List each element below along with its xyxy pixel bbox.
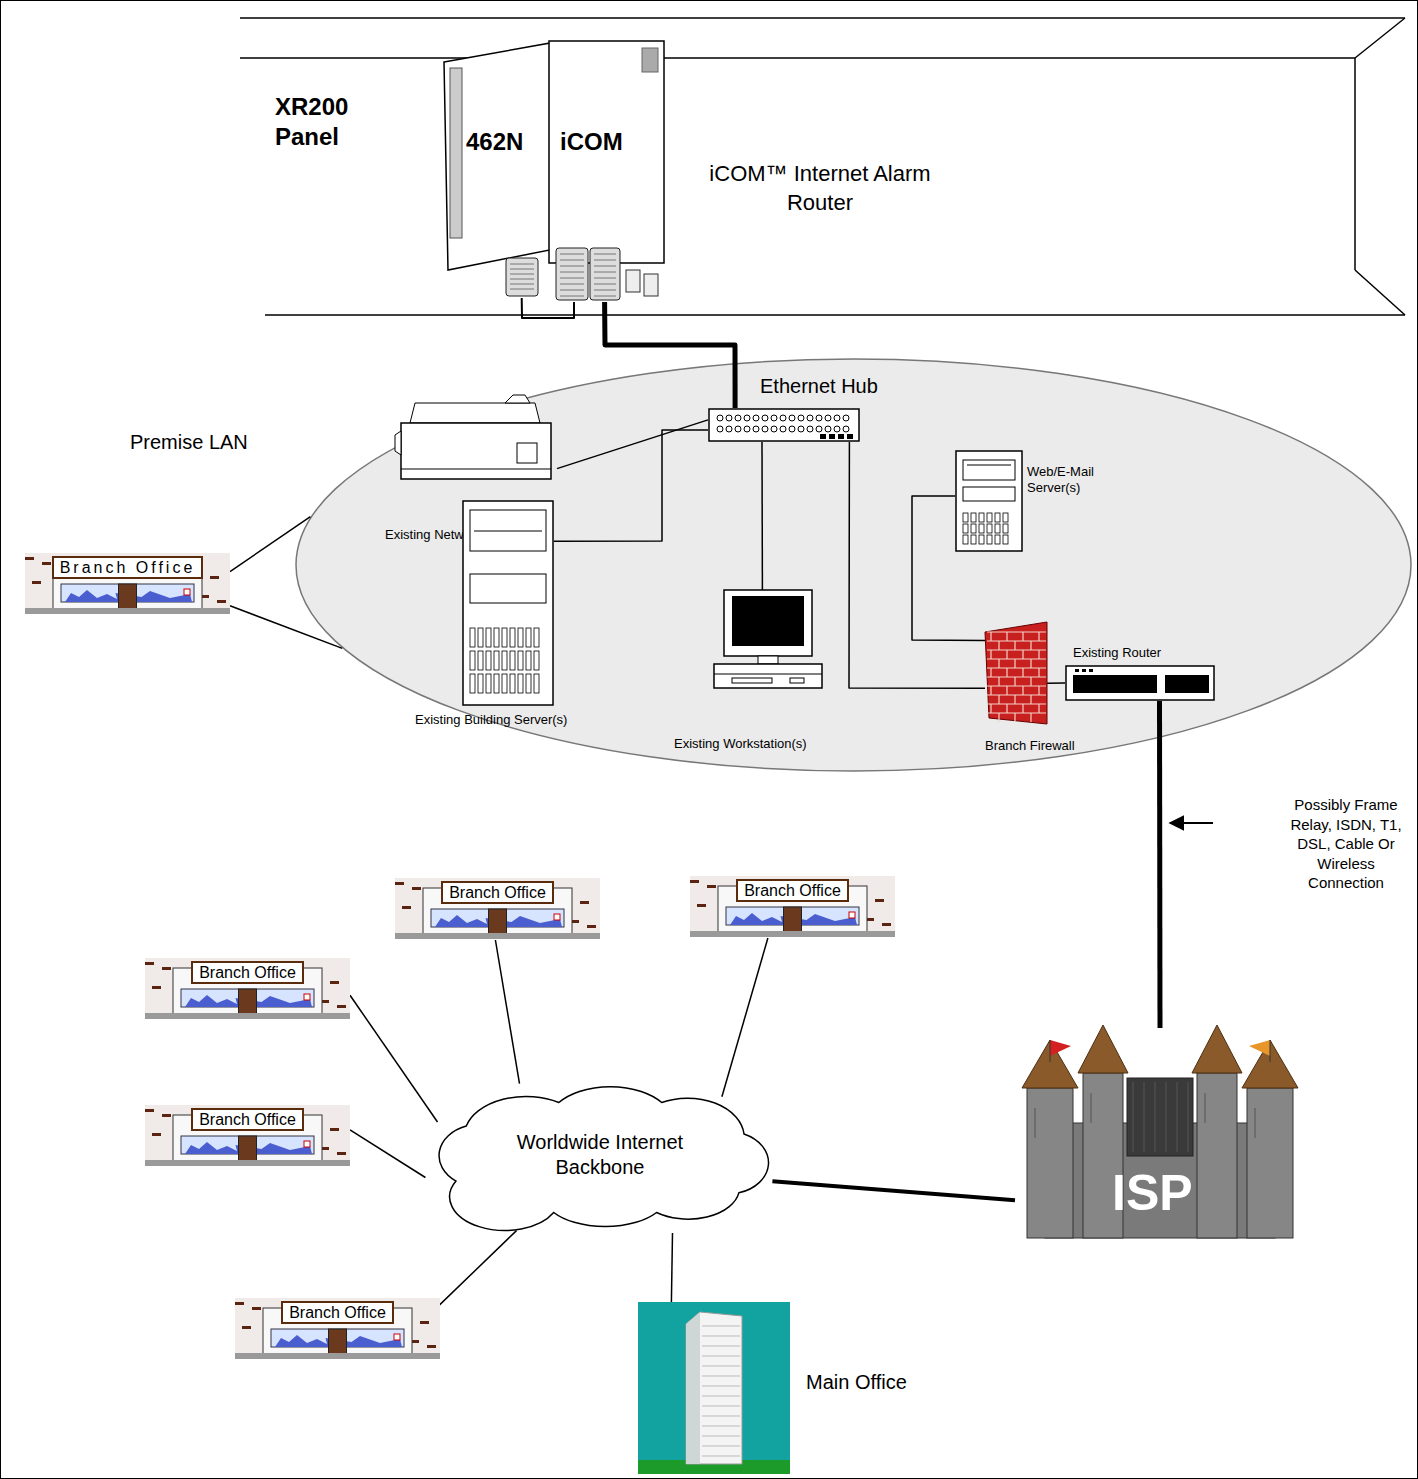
node-label: Premise LAN [130,430,248,454]
branch-firewall: Branch Firewall [985,622,1047,724]
node-label: Ethernet Hub [760,374,878,398]
node-label: Branch Office [281,1301,394,1324]
network-printer: Existing Network Printer [395,395,557,487]
server-tower [955,450,1023,552]
network-link [722,938,768,1097]
network-link [1047,682,1065,684]
cabinet-outline [240,18,1405,315]
branch-office: Branch Office [690,876,895,938]
node-label: 462N [466,128,523,157]
network-link [350,995,438,1122]
branch-office: Branch Office [395,878,600,940]
callout-note: Possibly Frame Relay, ISDN, T1, DSL, Cab… [1278,795,1414,893]
callout-arrow [1170,822,1213,824]
alarm-panel: XR200 Panel 462N iCOM [265,40,670,312]
node-label: Existing Building Server(s) [415,712,567,728]
branch-office: Branch Office [145,958,350,1020]
workstation-icon [712,590,824,690]
node-label: Web/E-Mail Server(s) [1027,464,1107,495]
router-box [1065,665,1215,701]
node-label: Branch Firewall [985,738,1075,754]
network-link [522,298,574,318]
premise-lan: Premise LANEthernet HubExisting Network … [295,358,1412,772]
node-label: XR200 Panel [275,92,370,152]
router-module [548,40,666,302]
device-caption: iCOM™ Internet Alarm Router [695,160,945,217]
workstation: Existing Workstation(s) [712,590,824,690]
network-link [434,1231,517,1311]
server-tower [462,500,554,706]
branch-office: Branch Office [235,1298,440,1360]
firewall-wall [985,622,1047,724]
node-label: Main Office [806,1370,907,1394]
branch-office: Branch Office [145,1105,350,1167]
existing-router: Existing Router [1065,665,1215,701]
ethernet-hub: Ethernet Hub [708,408,860,442]
isp: ISP [1015,1028,1305,1238]
main-office: Main Office [638,1302,790,1474]
node-label: iCOM [560,128,623,157]
communicator-board: 462N [440,40,562,298]
icom-router: iCOM [548,40,666,302]
network-link [1157,701,1163,1028]
printer-icon [395,395,557,487]
node-label: Branch Office [191,961,304,984]
node-label: Worldwide Internet Backbone [495,1130,705,1180]
node-label: Branch Office [441,881,554,904]
node-label: Existing Router [1073,645,1161,661]
node-label: ISP [1112,1166,1193,1221]
web-server: Web/E-Mail Server(s) [955,450,1023,552]
node-label: Branch Office [191,1108,304,1131]
branch-office: Branch Office [25,553,230,615]
network-link [772,1181,1015,1200]
node-label: Existing Workstation(s) [674,736,807,752]
ethernet-hub [708,408,860,442]
circuit-board [440,40,562,298]
office-tower [638,1302,790,1474]
node-label: Branch Office [736,879,849,902]
network-link [495,940,519,1084]
internet-backbone: Worldwide Internet Backbone [420,1075,780,1240]
network-link [350,1130,425,1178]
node-label: Branch Office [52,556,204,579]
building-server: Existing Building Server(s) [462,500,554,706]
network-link [671,1233,672,1302]
